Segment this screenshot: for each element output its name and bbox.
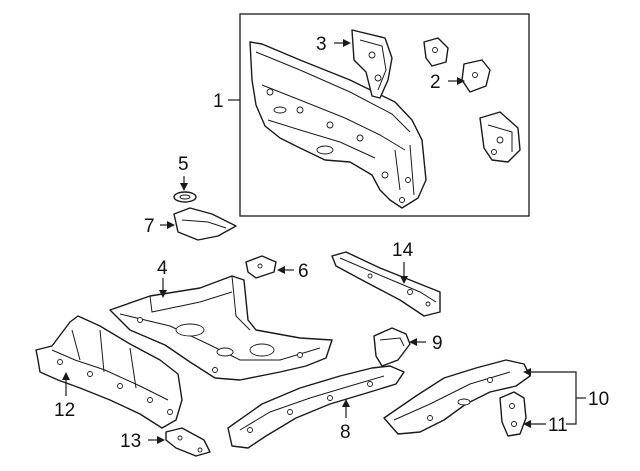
callout-4: 4 xyxy=(157,258,168,279)
rear-panel-part xyxy=(249,41,427,209)
reinforcement-part-7 xyxy=(173,207,237,241)
callout-6: 6 xyxy=(298,261,309,282)
bracket-part-3 xyxy=(351,29,393,99)
side-rail-part-8 xyxy=(227,365,405,449)
side-rail-part-10 xyxy=(383,359,531,435)
callout-9: 9 xyxy=(432,333,443,354)
grommet-part-5 xyxy=(173,191,197,203)
plate-part-13 xyxy=(165,427,211,457)
crossmember-part-14 xyxy=(331,251,441,317)
callout-8: 8 xyxy=(340,422,351,443)
bracket-part-6 xyxy=(245,255,277,279)
floor-pan-part-4 xyxy=(109,275,333,381)
assembly-frame xyxy=(239,13,530,217)
leader-lines xyxy=(62,39,586,444)
callout-14: 14 xyxy=(392,240,414,261)
callout-5: 5 xyxy=(178,154,189,175)
bracket-part-11 xyxy=(499,391,527,437)
callout-12: 12 xyxy=(54,400,75,421)
callout-13: 13 xyxy=(120,431,141,452)
callout-11: 11 xyxy=(548,415,568,436)
callout-1: 1 xyxy=(213,91,224,112)
lower-panel-part-12 xyxy=(35,315,183,429)
callout-3: 3 xyxy=(316,34,327,55)
bracket-part-box xyxy=(479,111,521,163)
callout-2: 2 xyxy=(430,72,441,93)
callout-7: 7 xyxy=(144,216,155,237)
bracket-part-2 xyxy=(423,37,491,93)
bracket-part-9 xyxy=(373,327,411,367)
callout-10: 10 xyxy=(588,389,609,410)
